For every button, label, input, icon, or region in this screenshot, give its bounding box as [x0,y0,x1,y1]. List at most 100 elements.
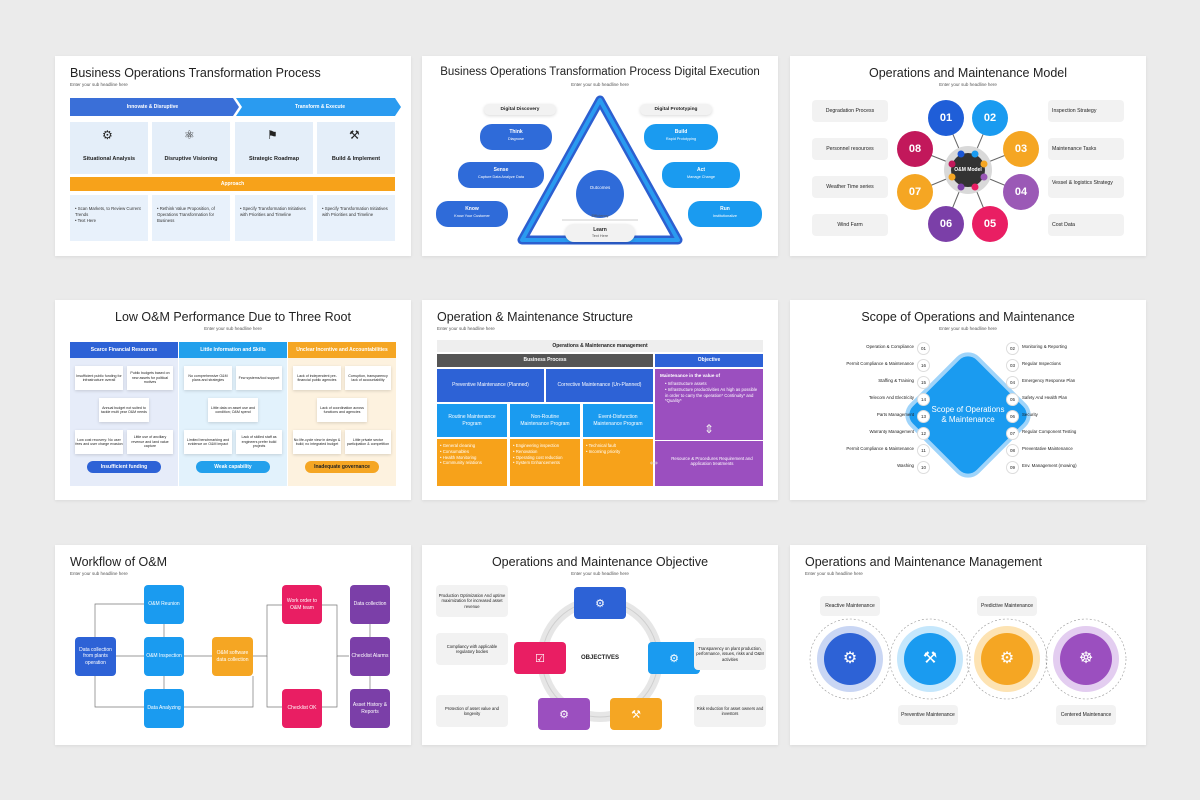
scope-number: 03 [1006,359,1019,372]
slide-subtitle: Enter your sub headline here [437,326,495,331]
approach-bullets: Specify Transformation Initiatives with … [240,206,310,218]
scope-number: 09 [1006,461,1019,474]
objective-left: Compliancy with applicable regulatory bo… [436,633,508,665]
node-03: 03 [1003,131,1039,167]
scope-number: 15 [917,376,930,389]
approach-bullets: Scan Markets, to Review Current TrendsTe… [75,206,145,223]
slide-transformation-process[interactable]: Business Operations Transformation Proce… [55,56,411,256]
scope-text: Regular Inspections [1022,361,1061,366]
label-preventive: Preventive Maintenance [898,705,958,725]
scope-text: Safety And Health Plan [1022,395,1068,400]
slide-objective[interactable]: Operations and Maintenance Objective Ent… [422,545,778,745]
scope-number: 13 [917,410,930,423]
objective: Objective [655,354,763,367]
slide-title: Low O&M Performance Due to Three Root [115,310,351,324]
node-07: 07 [897,174,933,210]
scope-number: 04 [1006,376,1019,389]
hub-label: O&M Model [954,166,982,173]
slide-title: Operations and Maintenance Objective [491,555,709,569]
slide-workflow[interactable]: Workflow of O&M Enter your sub headline … [55,545,411,745]
slide-om-structure[interactable]: Operation & Maintenance Structure Enter … [422,300,778,500]
footer-pill: Weak capability [196,461,270,473]
purple-heading: Maintenance in the value of [660,373,720,378]
scope-text: Telecom And Electricity [868,395,914,400]
approach-bar [70,177,395,191]
scope-text: Env. Management (mowing) [1022,463,1077,468]
phase-arrows [70,98,401,116]
checklist-icon: ☑ [514,642,566,674]
scope-text: Security [1022,412,1038,417]
note: Insufficient public funding for infrastr… [75,366,123,390]
checklist-ok: Checklist OK [282,689,322,728]
work-order: Work order to O&M team [282,585,322,624]
wrench-icon: ⚒ [610,698,662,730]
gear-icon: ⚙ [574,587,626,619]
objectives-label: OBJECTIVES [580,655,619,662]
scope-number: 12 [917,427,930,440]
col-header: Unclear Incentive and Accountabilities [288,342,396,358]
slide-digital-execution[interactable]: Business Operations Transformation Proce… [422,56,778,256]
routine: Routine Maintenance Program [437,404,507,437]
label-predictive: Predictive Maintenance [977,596,1037,616]
slide-om-management[interactable]: Operations and Maintenance Management En… [790,545,1146,745]
step-card: ⚑Strategic Roadmap [235,122,313,174]
scope-number: 08 [1006,444,1019,457]
node-02: 02 [972,100,1008,136]
note: Limited benchmarking and evidence on O&M… [184,430,232,454]
yellow-list: Engineering inspectionRenovationOperatin… [513,443,579,466]
slide-subtitle: Enter your sub headline here [805,571,863,576]
yellow-list: Technical faultIncoming priority [586,443,652,455]
node-08: 08 [897,131,933,167]
scope-number: 14 [917,393,930,406]
right-label: Vessel & logistics Strategy [1048,176,1124,198]
step-card: ⚛Disruptive Visioning [152,122,230,174]
left-label: Weather Time series [812,176,888,198]
approach-bullets: Specify Transformation Initiatives with … [322,206,392,218]
note: Lack of coordination across functions an… [317,398,367,422]
om-inspection: O&M Inspection [144,637,184,676]
top-bar: Operations & Maintenance management [437,340,763,352]
note: Lack of independent pre-financial public… [293,366,341,390]
note: Low cost recovery: No user fees and user… [75,430,123,454]
analysis-icon: ⚙ [102,128,113,142]
slide-om-model[interactable]: Operations and Maintenance Model Enter y… [790,56,1146,256]
node-04: 04 [1003,174,1039,210]
digital-prototyping-label: Digital Prototyping [654,106,698,112]
label-reactive: Reactive Maintenance [820,596,880,616]
objective-right: Transparency on plant production, perfor… [694,638,766,670]
note: Little private sector participation & co… [345,430,391,454]
vision-icon: ⚛ [184,128,195,142]
node-06: 06 [928,206,964,242]
slide-subtitle: Enter your sub headline here [939,326,997,331]
om-reunion: O&M Reunion [144,585,184,624]
slide-title: Business Operations Transformation Proce… [70,66,321,80]
non-routine: Non-Routine Maintenance Program [510,404,580,437]
corrective: Corrective Maintenance (Un-Planned) [546,369,653,402]
scope-text: Emergency Response Plan [1022,378,1076,383]
settings-icon: ⚙ [648,642,700,674]
purple-bullets: Infrastructure assetsInfrastructure prod… [665,381,759,404]
phase-transform: Transform & Execute [294,103,346,110]
objective-left: Production Optimization And uptime maxim… [436,585,508,617]
slide-title: Scope of Operations and Maintenance [861,310,1075,324]
scope-text: Warranty Management [869,429,915,434]
slide-scope[interactable]: Scope of Operations and Maintenance Ente… [790,300,1146,500]
checklist-alarms: Checklist Alarms [350,637,390,676]
updown-arrow-icon: ⇕ [703,422,715,436]
note: Annual budget not suited to tackle multi… [99,398,149,422]
note: No life-cycle view in design & build; no… [293,430,341,454]
slide-three-root[interactable]: Low O&M Performance Due to Three Root En… [55,300,411,500]
label-centered: Centered Maintenance [1056,705,1116,725]
slide-subtitle: Enter your sub headline here [70,82,128,87]
